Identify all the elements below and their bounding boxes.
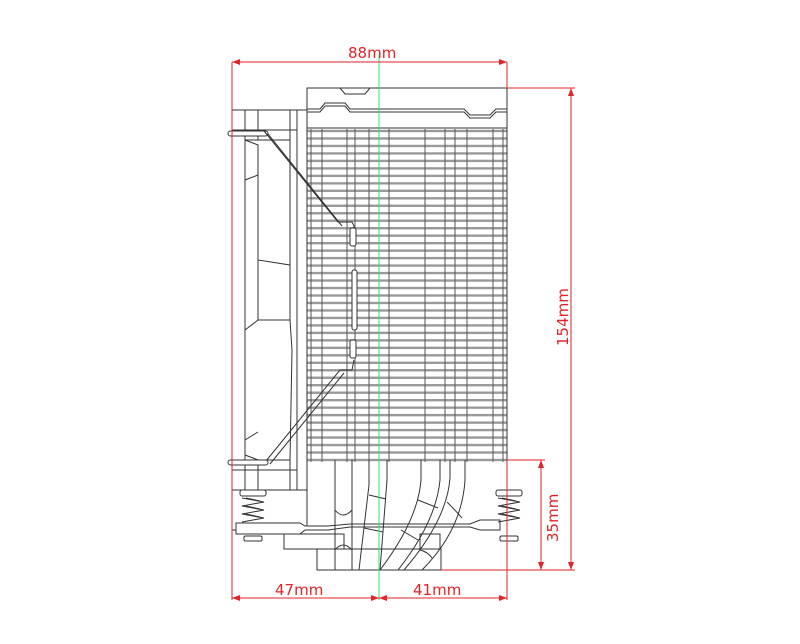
fin xyxy=(307,241,507,245)
mounting-springs xyxy=(239,489,523,542)
fin xyxy=(307,354,507,357)
fin xyxy=(307,361,507,364)
fin xyxy=(307,256,507,260)
fin xyxy=(307,413,507,417)
fin-stack xyxy=(307,129,507,462)
fin xyxy=(307,406,507,409)
fin xyxy=(307,227,507,230)
fin xyxy=(307,309,507,312)
spring-left xyxy=(239,489,267,542)
dimension-label-base-height: 35mm xyxy=(544,493,562,542)
fin xyxy=(307,331,507,335)
fin xyxy=(307,167,507,170)
dimension-label-height: 154mm xyxy=(554,288,572,346)
fan-clip xyxy=(227,130,358,466)
fin xyxy=(307,443,507,447)
fin xyxy=(307,346,507,350)
fin xyxy=(307,398,507,402)
fin xyxy=(307,137,507,140)
fin xyxy=(307,271,507,275)
fin xyxy=(307,159,507,163)
fin-columns xyxy=(310,88,508,462)
dimension-lines xyxy=(231,59,575,601)
fin xyxy=(307,339,507,342)
fin xyxy=(307,384,507,387)
fin xyxy=(307,436,507,439)
fin xyxy=(307,249,507,252)
fin xyxy=(307,316,507,320)
fin xyxy=(307,212,507,215)
fin xyxy=(307,204,507,207)
fin xyxy=(307,391,507,394)
dimension-label-right-offset: 41mm xyxy=(413,581,462,599)
top-cover xyxy=(306,87,508,129)
fin xyxy=(307,294,507,297)
fin xyxy=(307,264,507,267)
spring-right xyxy=(495,489,523,542)
fin xyxy=(307,421,507,424)
fin xyxy=(307,458,507,462)
fin xyxy=(307,234,507,237)
heatpipes xyxy=(334,460,466,571)
fin xyxy=(307,376,507,379)
fin xyxy=(307,451,507,454)
fin xyxy=(307,129,507,133)
fin xyxy=(307,369,507,372)
fin xyxy=(307,152,507,155)
fin xyxy=(307,174,507,178)
dimension-label-left-offset: 47mm xyxy=(275,581,324,599)
fin xyxy=(307,324,507,327)
fin xyxy=(307,197,507,200)
fin xyxy=(307,182,507,185)
fin xyxy=(307,219,507,222)
fin xyxy=(307,279,507,282)
fin xyxy=(307,189,507,193)
fin xyxy=(307,428,507,432)
dimension-label-width: 88mm xyxy=(348,44,397,62)
base-plate xyxy=(231,489,501,571)
fin xyxy=(307,144,507,148)
fin xyxy=(307,301,507,305)
fin xyxy=(307,286,507,290)
